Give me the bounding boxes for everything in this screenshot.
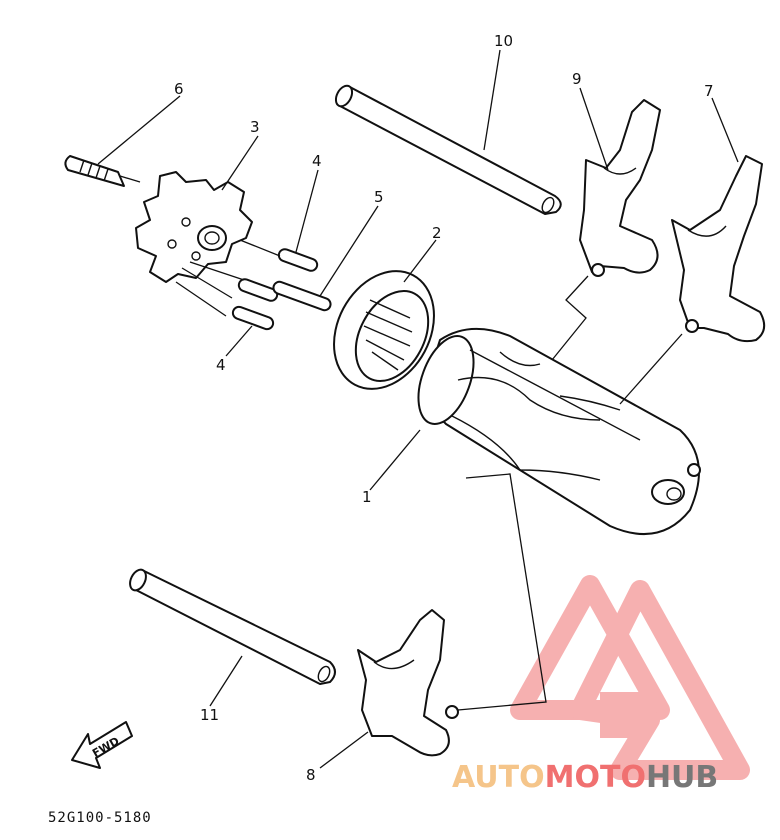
- label-part-3: 3: [250, 118, 260, 136]
- fwd-arrow-icon: FWD: [71, 721, 133, 769]
- automotohub-logo: [510, 575, 750, 780]
- label-part-1: 1: [362, 488, 372, 506]
- label-part-10: 10: [494, 32, 513, 50]
- leader-lines: [97, 49, 739, 769]
- screw: [64, 155, 125, 187]
- shift-fork-upper-right: [671, 155, 766, 343]
- shift-fork-lower: [357, 609, 459, 757]
- shift-drum: [417, 327, 701, 535]
- pins: [175, 239, 332, 331]
- label-part-4-lower: 4: [216, 356, 226, 374]
- shift-fork-shaft-upper: [334, 84, 562, 215]
- drawing-code: 52G100-5180: [48, 810, 152, 826]
- label-part-4-upper: 4: [312, 152, 322, 170]
- label-part-7: 7: [704, 82, 714, 100]
- label-part-6: 6: [174, 80, 184, 98]
- shift-fork-upper-left: [579, 99, 661, 277]
- assembly-guide-lines: [119, 175, 683, 711]
- automotohub-wordmark: AUTOMOTOHUB: [452, 760, 718, 795]
- label-part-5: 5: [374, 188, 384, 206]
- label-part-2: 2: [432, 224, 442, 242]
- label-part-8: 8: [306, 766, 316, 784]
- shift-fork-shaft-lower: [129, 568, 336, 685]
- label-part-9: 9: [572, 70, 582, 88]
- label-part-11: 11: [200, 706, 219, 724]
- needle-bearing: [333, 270, 435, 390]
- shift-drum-segment: [135, 171, 253, 283]
- svg-text:AUTOMOTOHUB: AUTOMOTOHUB: [452, 760, 718, 795]
